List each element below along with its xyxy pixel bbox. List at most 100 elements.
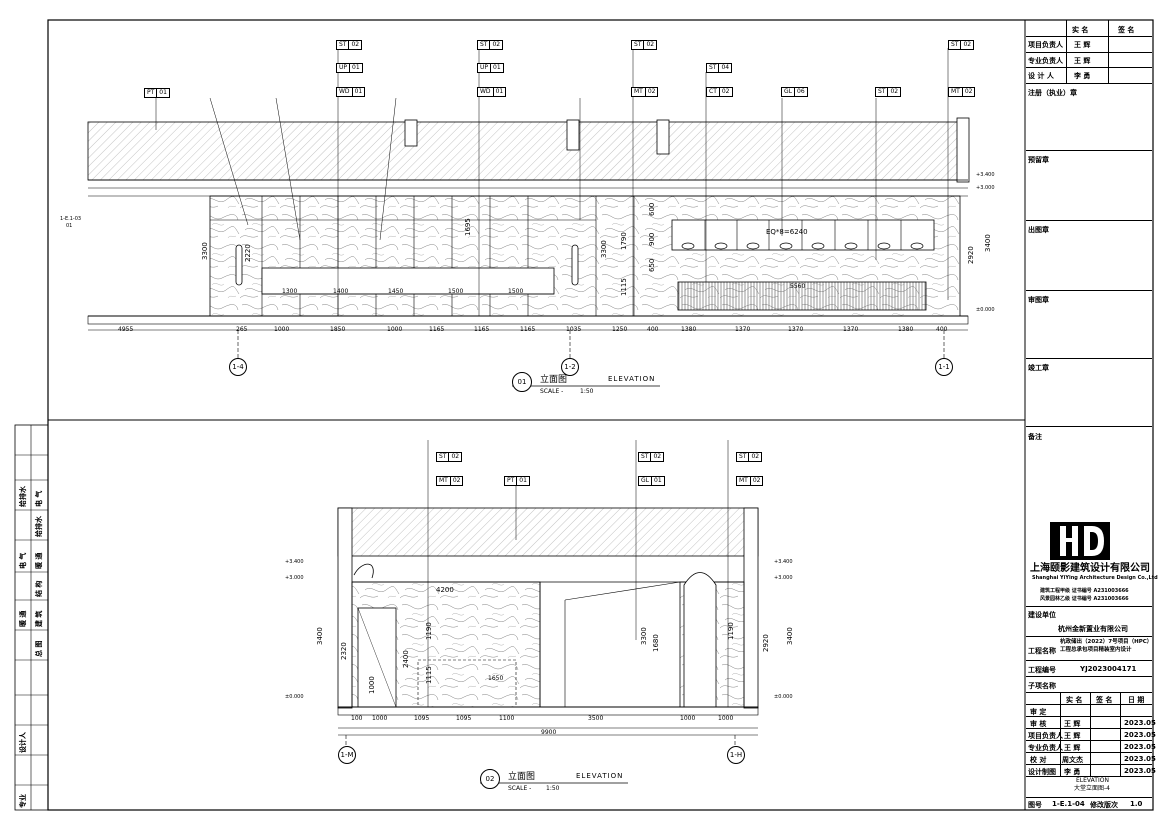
dim-bottom: 1165 — [429, 326, 445, 333]
sign-name: 李 勇 — [1064, 768, 1081, 776]
dim-bottom: 1100 — [499, 715, 515, 722]
scale-label: SCALE - — [508, 785, 532, 792]
sheet-ref: 1-E.1-03 — [60, 216, 82, 222]
axis-bubble: 1-4 — [229, 358, 247, 376]
bench-dim: 1500 — [508, 288, 524, 295]
sign-name: 王 辉 — [1064, 720, 1081, 728]
title-cn: 立面图 — [540, 375, 568, 385]
subitem-label: 子项名称 — [1028, 682, 1056, 690]
role-label: 设 计 人 — [1028, 72, 1054, 80]
stamp-label: 预留章 — [1028, 156, 1049, 164]
strip-label: 给排水 — [35, 516, 43, 537]
axis-bubble: 1-M — [338, 746, 356, 764]
dim-bottom: 1000 — [718, 715, 734, 722]
level-mark: +3.000 — [774, 575, 793, 581]
level-mark: +3.400 — [976, 172, 995, 178]
level-mark: ±0.000 — [774, 694, 793, 700]
dim-vertical: 3300 — [201, 242, 209, 260]
dim-bottom: 1000 — [387, 326, 403, 333]
project-no-label: 工程编号 — [1028, 666, 1056, 674]
bench-dim: 1400 — [333, 288, 349, 295]
level-mark: +3.400 — [285, 559, 304, 565]
counter-width: 5560 — [790, 283, 806, 290]
sign-date: 2023.05 — [1124, 755, 1156, 763]
scale-value: 1:50 — [546, 785, 560, 792]
dim-bottom: 1000 — [274, 326, 290, 333]
strip-label: 电 气 — [19, 552, 27, 569]
dim-vertical: 3400 — [786, 627, 794, 645]
strip-label: 电 气 — [35, 490, 43, 507]
title-cn: 立面图 — [508, 772, 536, 782]
sign-name: 王 辉 — [1064, 732, 1081, 740]
stamp-label: 竣工章 — [1028, 364, 1049, 372]
company-logo — [1050, 522, 1110, 560]
strip-label: 暖 通 — [19, 610, 27, 627]
axis-bubble: 1-H — [727, 746, 745, 764]
dim-vertical: 650 — [648, 258, 656, 272]
dim-vertical: 3300 — [600, 240, 608, 258]
dim-bottom: 4955 — [118, 326, 134, 333]
dim-bottom: 1380 — [898, 326, 914, 333]
eq-label: EQ*8=6240 — [766, 228, 808, 236]
level-mark: ±0.000 — [285, 694, 304, 700]
level-mark: +3.400 — [774, 559, 793, 565]
role-name: 王 辉 — [1074, 57, 1091, 65]
dim-vertical: 2220 — [244, 244, 252, 262]
title-en: ELEVATION — [576, 772, 624, 780]
dim-bottom: 3500 — [588, 715, 604, 722]
drawing-name-cn: 大堂立面图-4 — [1074, 785, 1110, 792]
strip-label: 结 构 — [35, 580, 43, 597]
dim-vertical: 1190 — [727, 622, 735, 640]
revision: 1.0 — [1130, 800, 1143, 808]
sign-table-header: 实 名 — [1066, 696, 1083, 704]
strip-label: 暖 通 — [35, 552, 43, 569]
dim-vertical: 1190 — [425, 622, 433, 640]
dim-bottom: 1850 — [330, 326, 346, 333]
company-name-cn: 上海颐影建筑设计有限公司 — [1030, 563, 1150, 574]
certificate: 建筑工程甲级 证书编号 A231003666 — [1040, 588, 1129, 594]
sheet-no: 1-E.1-04 — [1052, 800, 1085, 808]
strip-label: 专业 — [19, 794, 27, 808]
dim-bottom: 1035 — [566, 326, 582, 333]
role-name: 李 勇 — [1074, 72, 1091, 80]
company-name-en: Shanghai YiYing Architecture Design Co.,… — [1032, 575, 1158, 581]
drawing-name-en: ELEVATION — [1076, 777, 1109, 784]
dim-top: 4200 — [436, 586, 454, 594]
project-no: YJ2023004171 — [1080, 665, 1137, 673]
level-mark: +3.000 — [285, 575, 304, 581]
role-label: 专业负责人 — [1028, 57, 1063, 65]
dim-vertical: 1680 — [652, 634, 660, 652]
dim-vertical: 600 — [648, 202, 656, 216]
dim-bottom: 400 — [647, 326, 659, 333]
role-label: 项目负责人 — [1028, 41, 1063, 49]
project-label: 工程名称 — [1028, 647, 1056, 655]
dim-bottom: 1380 — [681, 326, 697, 333]
dim-vertical: 2920 — [967, 246, 975, 264]
level-mark: ±0.000 — [976, 307, 995, 313]
bench-dim: 1450 — [388, 288, 404, 295]
client-name: 杭州金新置业有限公司 — [1058, 625, 1128, 633]
scale-label: SCALE - — [540, 388, 564, 395]
dim-bottom: 1095 — [414, 715, 430, 722]
dim-vertical: 2920 — [762, 634, 770, 652]
dim-vertical: 1115 — [620, 278, 628, 296]
dim-vertical: 1790 — [620, 232, 628, 250]
bench-dim: 1300 — [282, 288, 298, 295]
scale-value: 1:50 — [580, 388, 594, 395]
